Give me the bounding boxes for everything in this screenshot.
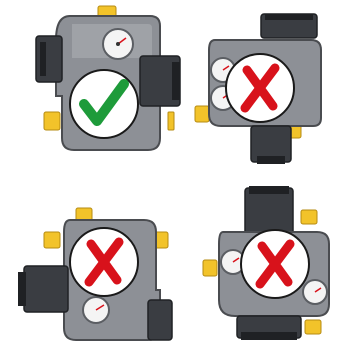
- valve-illustration: [171, 0, 341, 170]
- port-top: [301, 210, 317, 224]
- port-left: [195, 106, 209, 122]
- gauge: [303, 280, 327, 304]
- actuator-right: [148, 300, 172, 340]
- port-left: [44, 112, 60, 130]
- panel-bottom-left: [0, 180, 170, 350]
- status-mark: [226, 54, 294, 122]
- port-bottom: [305, 320, 321, 334]
- gauge: [83, 297, 109, 323]
- status-mark: [70, 70, 138, 138]
- actuator-left: [24, 266, 68, 312]
- gauge: [103, 29, 133, 59]
- port-left: [44, 232, 60, 248]
- actuator-top: [245, 188, 293, 234]
- port-left: [203, 260, 217, 276]
- status-mark: [241, 230, 309, 298]
- valve-illustration: [0, 0, 170, 170]
- panel-top-right: [171, 0, 341, 170]
- panel-bottom-right: [171, 180, 341, 350]
- valve-illustration: [0, 180, 170, 350]
- actuator-left: [36, 36, 62, 82]
- panel-top-left: [0, 0, 170, 170]
- status-mark: [70, 228, 138, 296]
- valve-illustration: [171, 180, 341, 350]
